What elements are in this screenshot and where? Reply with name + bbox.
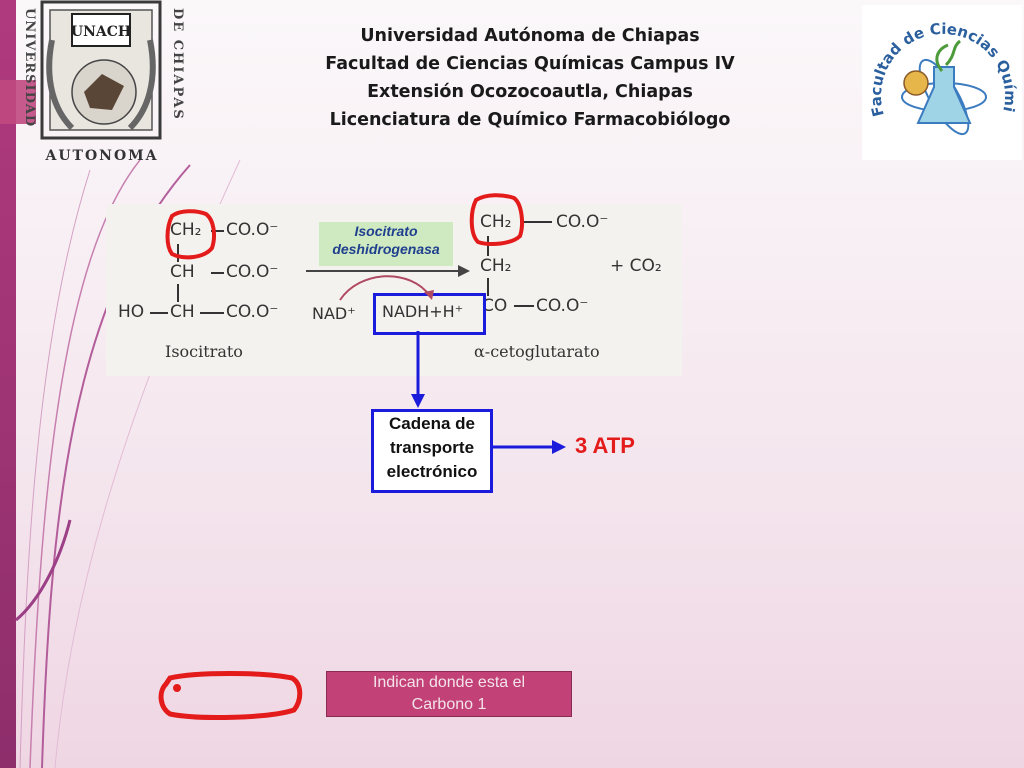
substrate-carboxyl-3: CO.O⁻ (226, 302, 279, 322)
unach-logo-left-text: UNIVERSIDAD (22, 8, 37, 127)
product-carboxyl-1: CO.O⁻ (556, 212, 609, 232)
left-accent-bar (0, 0, 16, 768)
page-title: Universidad Autónoma de Chiapas Facultad… (300, 22, 760, 134)
product-carboxyl-2: CO.O⁻ (536, 296, 589, 316)
substrate-hydroxyl: HO (118, 302, 145, 322)
substrate-carboxyl-2: CO.O⁻ (226, 262, 279, 282)
nadh-cofactor: NADH+H⁺ (382, 302, 464, 321)
legend-box: Indican donde esta el Carbono 1 (326, 671, 572, 717)
substrate-ch-1: CH (170, 262, 195, 282)
unach-logo-right-text: DE CHIAPAS (170, 8, 185, 121)
enzyme-label: Isocitrato deshidrogenasa (319, 222, 453, 266)
nad-cofactor: NAD⁺ (312, 304, 356, 323)
header-extension: Extensión Ocozocoautla, Chiapas (367, 82, 693, 102)
product-ch2-2: CH₂ (480, 256, 512, 276)
fcq-logo: Facultad de Ciencias Químicas Ocozocoaut… (862, 5, 1022, 160)
product-name: α-cetoglutarato (474, 342, 600, 361)
substrate-ch-2: CH (170, 302, 195, 322)
header-faculty: Facultad de Ciencias Químicas Campus IV (325, 54, 735, 74)
left-accent-block (0, 80, 36, 124)
product-carbonyl: CO (482, 296, 508, 316)
enzyme-line-1: Isocitrato (354, 223, 418, 239)
substrate-carboxyl-1: CO.O⁻ (226, 220, 279, 240)
electron-transport-chain-box: Cadena de transporte electrónico (371, 409, 493, 493)
legend-line-2: Carbono 1 (411, 696, 487, 713)
atp-yield-label: 3 ATP (575, 433, 635, 458)
chain-line-3: electrónico (386, 462, 478, 481)
enzyme-line-2: deshidrogenasa (332, 241, 440, 257)
unach-logo: UNACH UNIVERSIDAD DE CHIAPAS AUTONOMA (22, 0, 185, 164)
header-degree: Licenciatura de Químico Farmacobiólogo (329, 110, 731, 130)
chain-line-1: Cadena de (389, 414, 475, 433)
co2-product: + CO₂ (610, 256, 662, 276)
chain-line-2: transporte (389, 438, 475, 457)
substrate-name: Isocitrato (165, 342, 243, 361)
header-university: Universidad Autónoma de Chiapas (360, 26, 700, 46)
product-ch2-1: CH₂ (480, 212, 512, 232)
unach-logo-bottom-text: AUTONOMA (44, 148, 158, 164)
substrate-ch2: CH₂ (170, 220, 202, 240)
unach-logo-title: UNACH (71, 24, 131, 40)
legend-line-1: Indican donde esta el (372, 674, 526, 691)
